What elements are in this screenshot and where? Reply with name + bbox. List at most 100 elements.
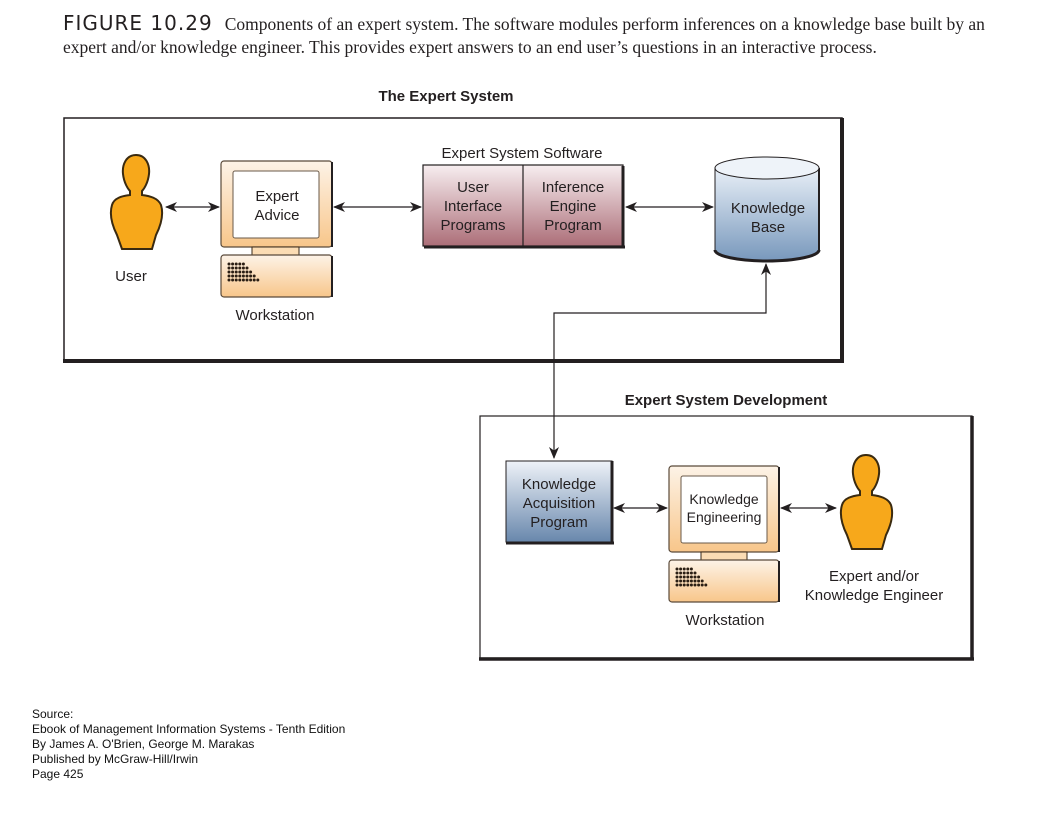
- keyboard-key-dot: [704, 583, 708, 587]
- keyboard-key-dot: [234, 266, 238, 270]
- module-line: Engine: [550, 198, 597, 215]
- keyboard-key-dot: [682, 575, 686, 579]
- dev-workstation-screen-line-2: Engineering: [687, 509, 762, 525]
- expert-person-icon: [839, 454, 894, 550]
- keyboard-key-dot: [697, 583, 701, 587]
- knowledge-base-line-2: Base: [751, 219, 785, 236]
- dev-workstation-label: Workstation: [686, 612, 765, 629]
- module-line: Interface: [444, 198, 502, 215]
- keyboard-key-dot: [679, 575, 683, 579]
- knowledge-base-line-1: Knowledge: [731, 200, 805, 217]
- acquisition-knowledge-base-connector: [549, 263, 771, 459]
- workstation-computer-icon: [220, 160, 333, 298]
- keyboard-key-dot: [231, 262, 235, 266]
- user-interface-programs-module: User Interface Programs: [440, 179, 505, 234]
- keyboard-key-dot: [234, 274, 238, 278]
- keyboard-key-dot: [238, 274, 242, 278]
- keyboard-key-dot: [689, 579, 693, 583]
- keyboard-key-dot: [675, 571, 679, 575]
- keyboard-key-dot: [686, 571, 690, 575]
- keyboard-key-dot: [231, 278, 235, 282]
- keyboard-key-dot: [675, 567, 679, 571]
- keyboard-key-dot: [693, 575, 697, 579]
- keyboard-key-dot: [686, 583, 690, 587]
- caption-text: Components of an expert system. The soft…: [63, 14, 985, 57]
- keyboard-key-dot: [241, 266, 245, 270]
- keyboard-key-dot: [241, 278, 245, 282]
- keyboard-key-dot: [679, 567, 683, 571]
- keyboard-key-dot: [227, 270, 231, 274]
- knowledge-base-database-icon: [713, 156, 821, 263]
- keyboard-key-dot: [679, 571, 683, 575]
- dev-workstation-screen-line-1: Knowledge: [689, 491, 758, 507]
- expert-system-title: The Expert System: [378, 88, 513, 105]
- keyboard-key-dot: [682, 571, 686, 575]
- module-line: Programs: [440, 217, 505, 234]
- keyboard-key-dot: [700, 583, 704, 587]
- keyboard-key-dot: [245, 278, 249, 282]
- acquisition-line-1: Knowledge: [522, 476, 596, 493]
- keyboard-key-dot: [231, 270, 235, 274]
- keyboard-key-dot: [686, 567, 690, 571]
- keyboard-key-dot: [693, 579, 697, 583]
- keyboard-key-dot: [227, 278, 231, 282]
- keyboard-key-dot: [238, 278, 242, 282]
- keyboard-key-dot: [252, 274, 256, 278]
- source-line: Page 425: [32, 767, 84, 781]
- keyboard-key-dot: [245, 270, 249, 274]
- keyboard-key-dot: [693, 583, 697, 587]
- user-label: User: [115, 268, 147, 285]
- keyboard-keys: [675, 567, 708, 587]
- keyboard-key-dot: [686, 575, 690, 579]
- keyboard-key-dot: [697, 579, 701, 583]
- keyboard-key-dot: [227, 274, 231, 278]
- keyboard-key-dot: [679, 579, 683, 583]
- software-modules-box: [422, 164, 625, 249]
- keyboard-key-dot: [231, 274, 235, 278]
- development-frame: [479, 415, 974, 661]
- software-title: Expert System Software: [442, 145, 603, 162]
- keyboard-key-dot: [700, 579, 704, 583]
- keyboard-key-dot: [241, 270, 245, 274]
- workstation-label: Workstation: [236, 307, 315, 324]
- keyboard-key-dot: [682, 579, 686, 583]
- keyboard-key-dot: [241, 262, 245, 266]
- keyboard-key-dot: [682, 583, 686, 587]
- keyboard-key-dot: [689, 571, 693, 575]
- source-line: Published by McGraw-Hill/Irwin: [32, 752, 199, 766]
- keyboard-key-dot: [252, 278, 256, 282]
- keyboard-key-dot: [234, 262, 238, 266]
- knowledge-acquisition-box: [505, 460, 614, 545]
- development-title: Expert System Development: [625, 392, 828, 409]
- keyboard-key-dot: [679, 583, 683, 587]
- keyboard-keys: [227, 262, 260, 282]
- keyboard-key-dot: [241, 274, 245, 278]
- keyboard-key-dot: [689, 575, 693, 579]
- module-line: User: [457, 179, 489, 196]
- keyboard-key-dot: [234, 278, 238, 282]
- source-line: Source:: [32, 707, 74, 721]
- workstation-screen-line-1: Expert: [255, 188, 299, 205]
- keyboard-key-dot: [238, 270, 242, 274]
- acquisition-line-2: Acquisition: [523, 495, 596, 512]
- expert-line-1: Expert and/or: [829, 568, 919, 585]
- keyboard-key-dot: [231, 266, 235, 270]
- keyboard-key-dot: [245, 274, 249, 278]
- keyboard-key-dot: [249, 270, 253, 274]
- keyboard-key-dot: [227, 266, 231, 270]
- keyboard-key-dot: [675, 583, 679, 587]
- source-citation: Source: Ebook of Management Information …: [32, 707, 345, 782]
- source-line: By James A. O'Brien, George M. Marakas: [32, 737, 255, 751]
- keyboard-key-dot: [693, 571, 697, 575]
- keyboard-key-dot: [227, 262, 231, 266]
- module-line: Program: [544, 217, 602, 234]
- keyboard-key-dot: [686, 579, 690, 583]
- module-line: Inference: [542, 179, 605, 196]
- source-line: Ebook of Management Information Systems …: [32, 722, 346, 736]
- keyboard-key-dot: [249, 274, 253, 278]
- inference-engine-program-module: Inference Engine Program: [542, 179, 605, 234]
- acquisition-line-3: Program: [530, 514, 588, 531]
- keyboard-key-dot: [682, 567, 686, 571]
